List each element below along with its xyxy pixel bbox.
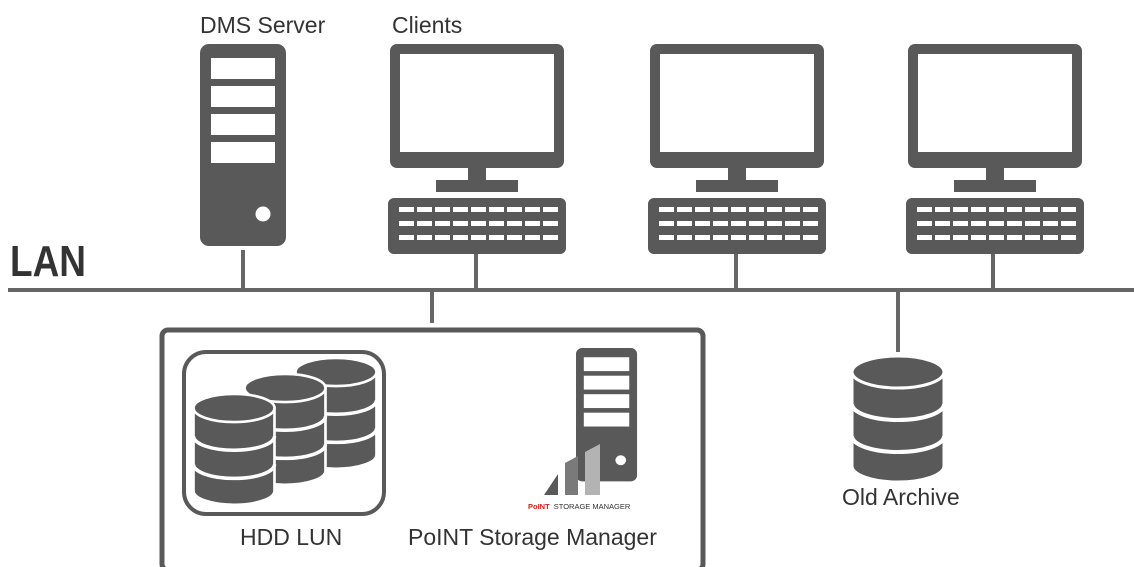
dms-server-label: DMS Server [200, 12, 326, 38]
svg-text:PoINT STORAGE MANAGER: PoINT STORAGE MANAGER [528, 502, 631, 511]
dms-server-icon [200, 44, 286, 246]
client-computer-icon [648, 44, 826, 254]
storage-manager-label: PoINT Storage Manager [408, 524, 657, 550]
clients-label: Clients [392, 12, 462, 38]
hdd-lun-database-icon [191, 356, 379, 507]
client-computer-icon [388, 44, 566, 254]
lan-label: LAN [10, 237, 86, 286]
lan-backbone [8, 250, 1134, 352]
storage-enclosure [159, 327, 706, 567]
client-computer-icon [906, 44, 1084, 254]
old-archive-label: Old Archive [842, 484, 960, 510]
logo-text-point: PoINT [528, 502, 550, 511]
point-logo: PoINT STORAGE MANAGER [528, 444, 631, 511]
logo-text-storage-manager: STORAGE MANAGER [554, 502, 631, 511]
old-archive-database-icon [850, 354, 946, 484]
hdd-lun-box [182, 350, 386, 516]
hdd-lun-label: HDD LUN [240, 524, 342, 550]
